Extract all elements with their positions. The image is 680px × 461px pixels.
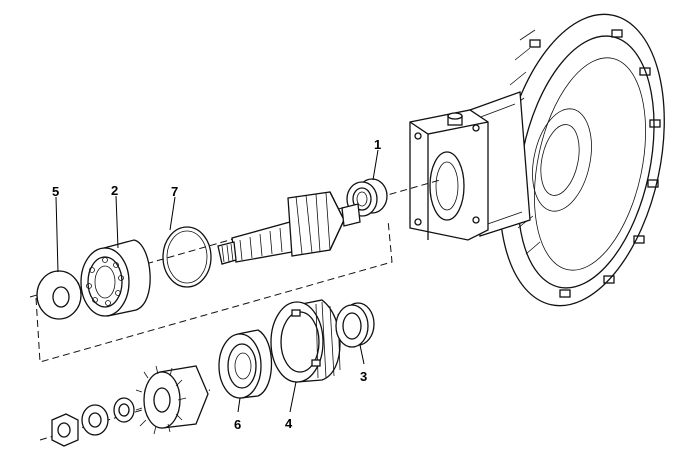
assembly-frame-dashed [35,219,393,363]
final-drive-housing [409,13,665,307]
callout-1: 1 [374,137,381,152]
callout-2: 2 [111,183,118,198]
drive-gear [135,365,209,435]
callout-6: 6 [234,417,241,432]
small-washer-2 [81,404,109,436]
part-4-threaded-ring [270,299,341,383]
pinion-shaft [217,191,361,265]
hex-nut [51,413,79,447]
leader-4 [289,381,297,413]
part-5-thrust-washer [36,270,82,320]
small-washer-1 [113,397,135,423]
callout-7: 7 [171,184,178,199]
leader-2 [115,195,119,249]
leader-7 [169,196,176,231]
callout-5: 5 [52,184,59,199]
part-2-taper-roller-bearing [80,239,151,317]
leader-5 [55,196,59,273]
part-6-shaft-seal [218,329,273,399]
leader-3 [359,344,365,365]
part-1-needle-bearing [346,178,388,217]
part-7-o-ring [162,226,212,288]
leader-1 [372,149,379,181]
callout-3: 3 [360,369,367,384]
leader-6 [237,397,241,413]
callout-4: 4 [285,416,293,431]
part-3-small-seal [335,302,375,348]
